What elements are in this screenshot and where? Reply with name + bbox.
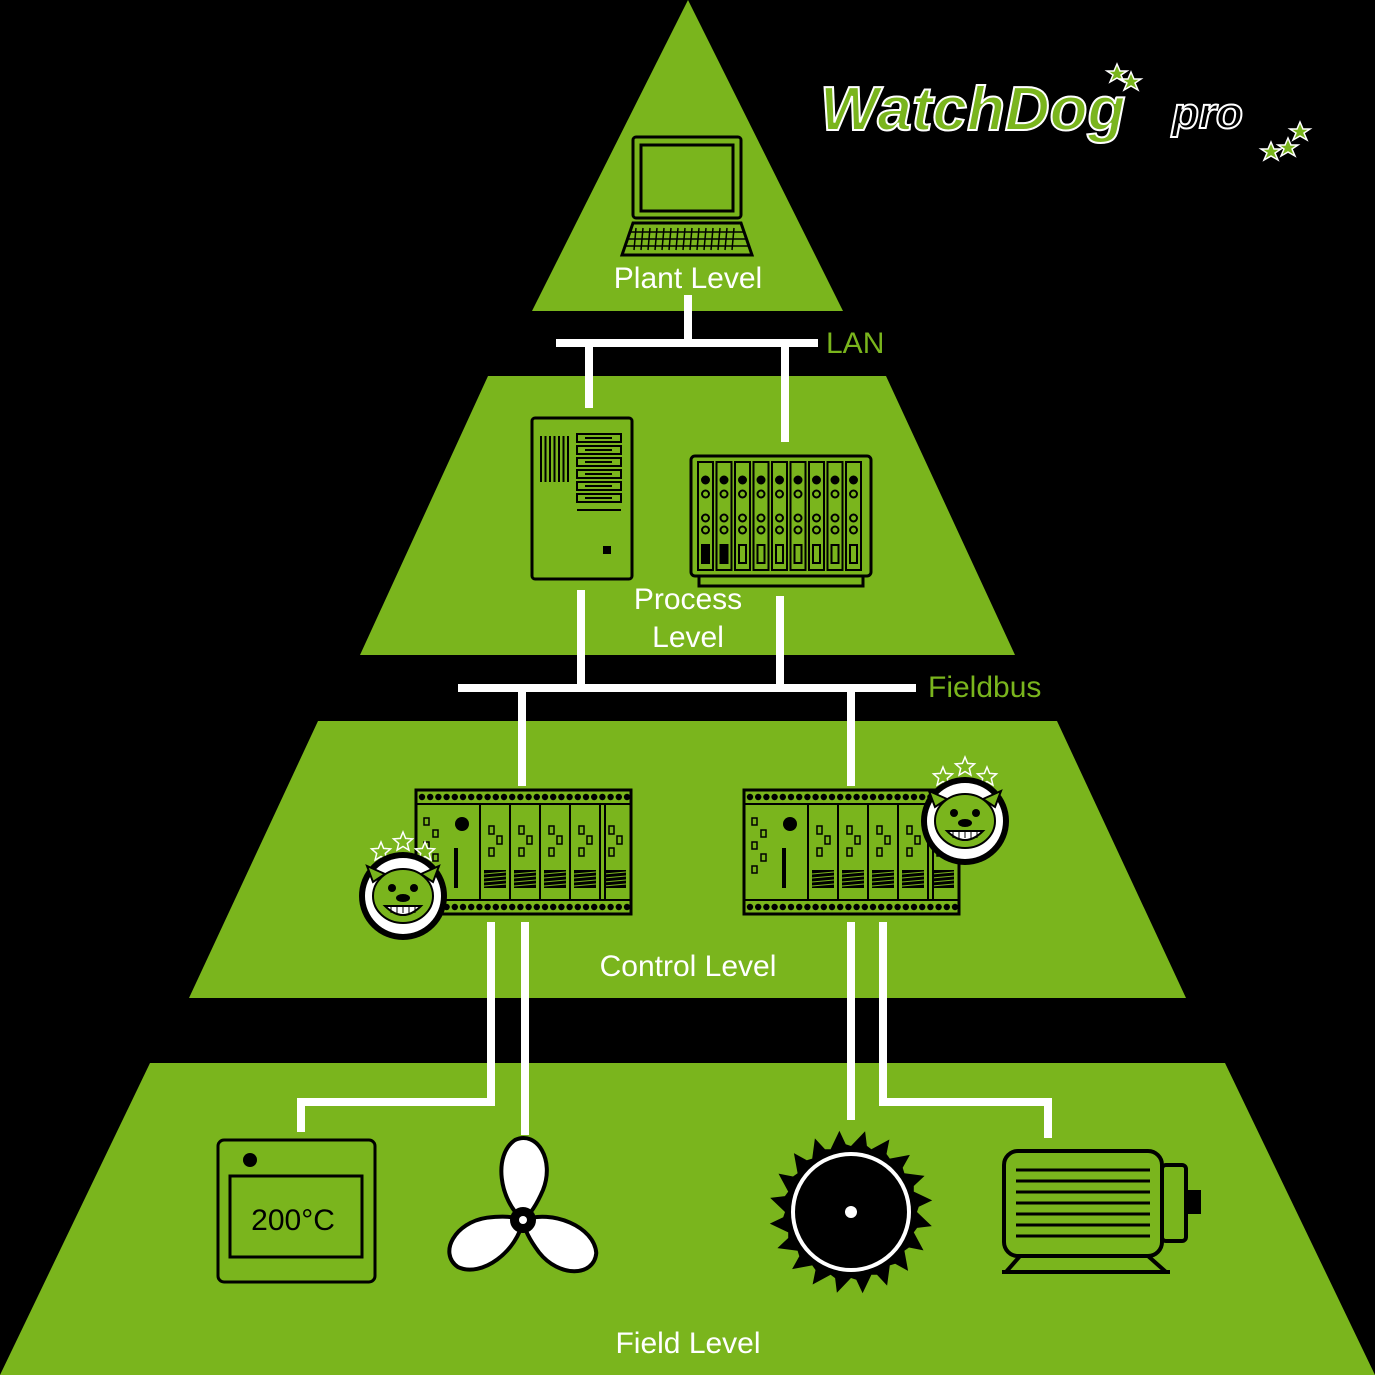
server-tower-icon [530, 416, 634, 581]
lan-label: LAN [826, 327, 884, 360]
network-lines [297, 295, 1052, 1138]
plant-level-label: Plant Level [614, 262, 762, 295]
saw-blade-icon [769, 1130, 933, 1294]
logo-stars-icon [1104, 62, 1313, 162]
control-level-label: Control Level [600, 950, 777, 983]
process-level-label-line1: Process [634, 583, 742, 616]
laptop-icon [619, 135, 755, 257]
logo-suffix: pro [1171, 89, 1243, 138]
motor-icon [1002, 1149, 1201, 1274]
plc-module-left [414, 788, 633, 916]
logo-word: WatchDog [820, 75, 1125, 144]
oven-display: 200°C [251, 1204, 335, 1237]
process-level-label-line2: Level [652, 621, 724, 654]
watchdog-badge-left [359, 830, 447, 940]
fan-icon [447, 1136, 599, 1274]
oven-icon [216, 1138, 377, 1284]
rack-controller-icon [689, 454, 873, 588]
watchdog-badge-right [921, 755, 1009, 865]
field-level-label: Field Level [615, 1327, 760, 1360]
watchdog-logo: WatchDog pro [819, 62, 1313, 162]
fieldbus-label: Fieldbus [928, 671, 1041, 704]
